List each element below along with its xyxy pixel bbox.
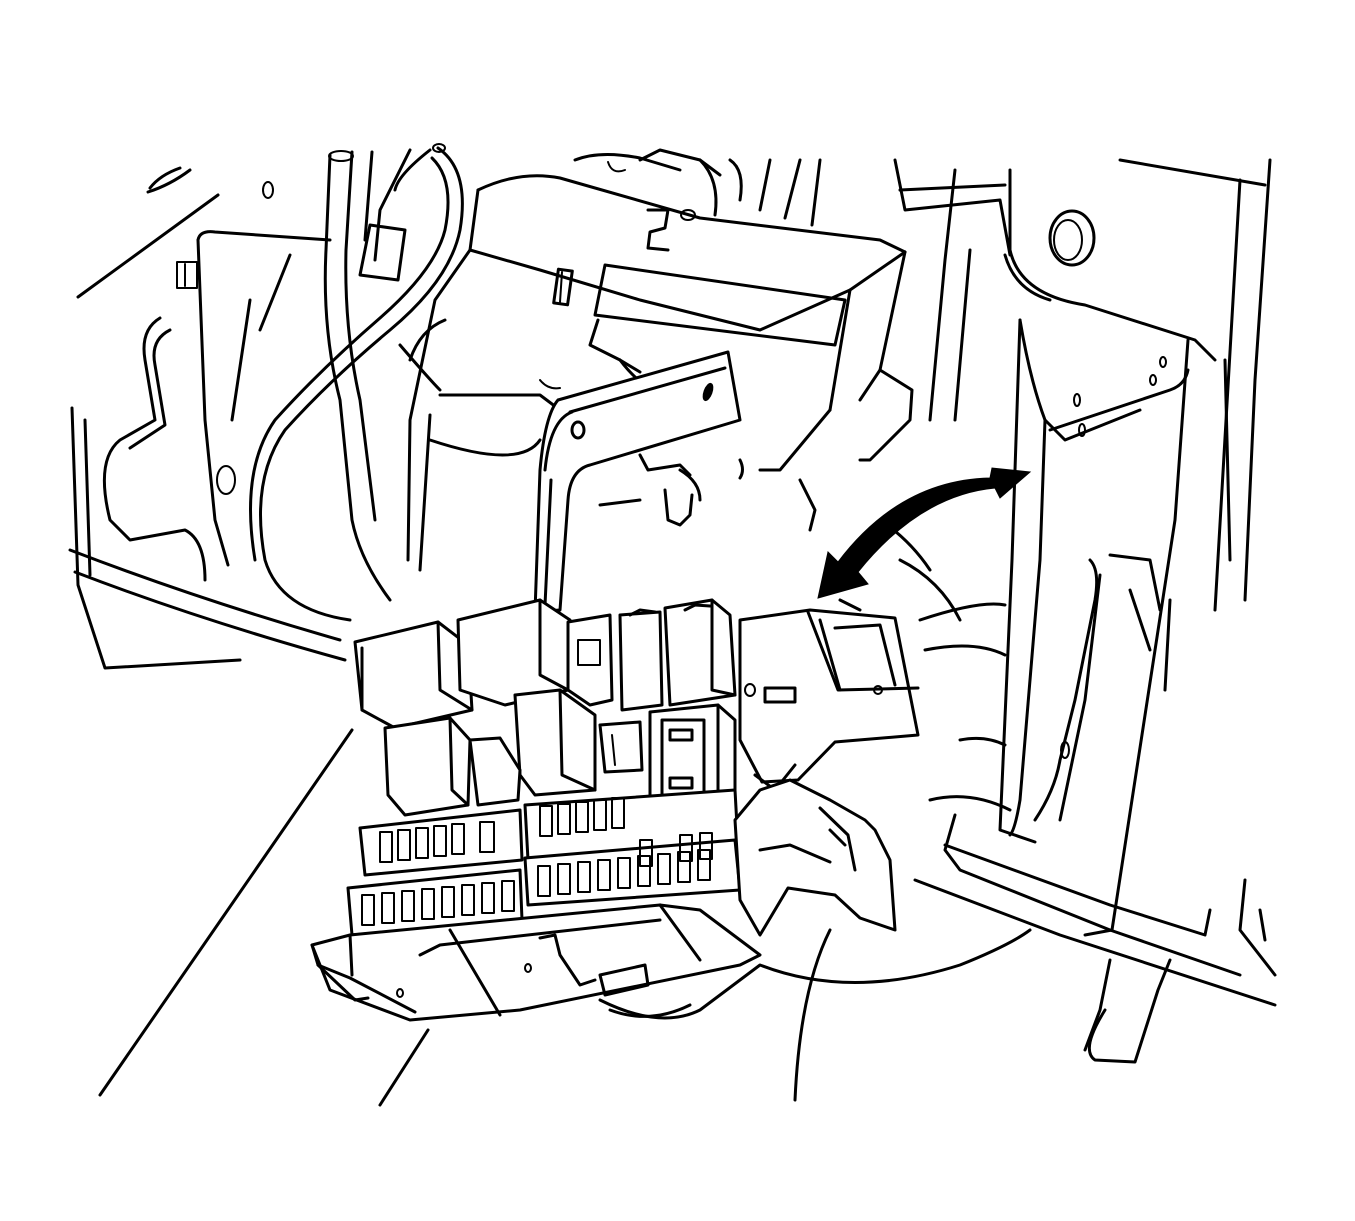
wiring-harness [249, 143, 542, 622]
dash-frame-structure [838, 158, 1277, 1064]
left-dash-structure [68, 166, 347, 670]
rotation-arrow [817, 467, 1032, 599]
leader-lines [98, 728, 832, 1107]
instrument-panel-module [406, 148, 914, 572]
fuse-relay-center [310, 598, 1032, 1022]
mounting-bracket [533, 350, 744, 614]
fuse-row-upper [379, 797, 713, 867]
fuse-row-lower [361, 849, 711, 926]
